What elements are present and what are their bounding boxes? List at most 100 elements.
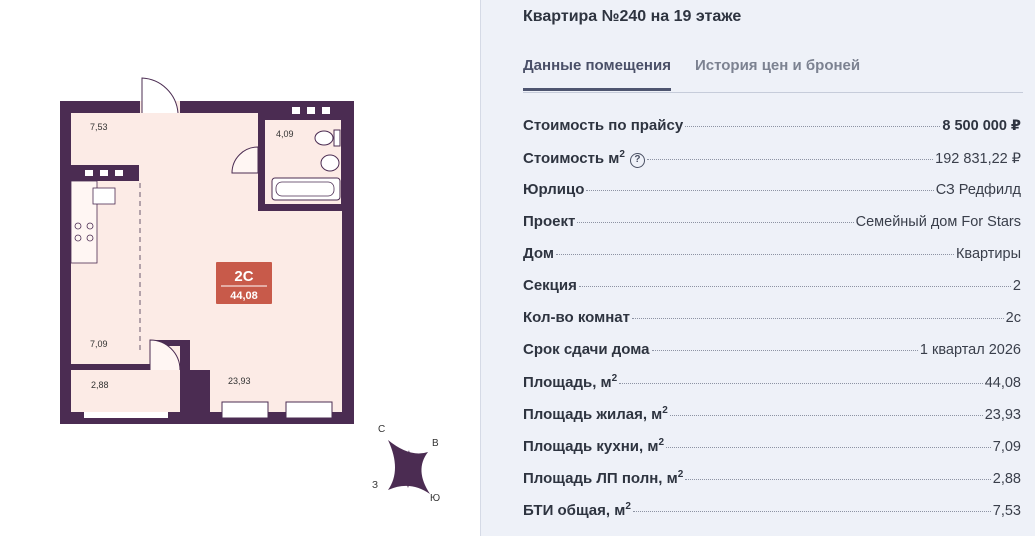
entrance-door-swing — [141, 77, 179, 114]
prop-value: 1 квартал 2026 — [919, 342, 1021, 358]
prop-label-text: БТИ общая, м — [523, 502, 626, 519]
bathtub — [271, 177, 341, 201]
compass-west: З — [372, 480, 378, 491]
compass-south: Ю — [430, 493, 440, 504]
balcony-floor — [71, 370, 180, 412]
window-mark — [307, 107, 315, 114]
prop-row-rooms: Кол-во комнат 2с — [523, 309, 1021, 341]
floor-plan-pane: 7,53 4,09 7,09 2,88 23,93 2С 44,08 С В Ю… — [0, 0, 480, 536]
prop-value: 2,88 — [992, 471, 1021, 487]
bath-sink — [320, 154, 340, 172]
prop-value: 8 500 000 ₽ — [942, 118, 1021, 134]
dot-leader — [578, 286, 1011, 287]
prop-value: 7,09 — [992, 439, 1021, 455]
prop-label-text: Площадь, м — [523, 374, 612, 391]
prop-label: Площадь ЛП полн, м2 — [523, 469, 683, 487]
prop-value: 7,53 — [992, 503, 1021, 519]
prop-row-bti-area: БТИ общая, м2 7,53 — [523, 501, 1021, 533]
bathroom-door-swing — [231, 146, 259, 174]
prop-row-project: Проект Семейный дом For Stars — [523, 213, 1021, 245]
balcony-door-swing — [149, 339, 181, 371]
prop-label: Секция — [523, 277, 577, 294]
area-label-kitchen: 7,09 — [90, 339, 108, 349]
prop-row-balcony-area: Площадь ЛП полн, м2 2,88 — [523, 469, 1021, 501]
balcony-wall — [71, 364, 151, 370]
apartment-title: Квартира №240 на 19 этаже — [523, 8, 742, 25]
prop-label: Дом — [523, 245, 554, 262]
prop-row-living-area: Площадь жилая, м2 23,93 — [523, 405, 1021, 437]
prop-value: 192 831,22 ₽ — [935, 151, 1021, 167]
area-label-hall: 7,53 — [90, 122, 108, 132]
floor-plan: 7,53 4,09 7,09 2,88 23,93 2С 44,08 С В Ю… — [60, 77, 440, 504]
dot-leader — [586, 190, 934, 191]
prop-label: Площадь кухни, м2 — [523, 437, 664, 455]
tab-bar: Данные помещения История цен и броней — [523, 57, 884, 91]
help-icon[interactable]: ? — [629, 153, 645, 168]
prop-label: Проект — [523, 213, 576, 230]
prop-label: Площадь, м2 — [523, 373, 617, 391]
window-mark — [292, 107, 300, 114]
prop-value: СЗ Редфилд — [935, 182, 1021, 198]
toilet — [314, 130, 334, 146]
prop-value: 23,93 — [984, 407, 1021, 423]
prop-row-section: Секция 2 — [523, 277, 1021, 309]
prop-label: Кол-во комнат — [523, 309, 630, 326]
stove-burner — [86, 222, 94, 230]
superscript: 2 — [625, 501, 631, 512]
prop-value: 44,08 — [984, 375, 1021, 391]
prop-label: Юрлицо — [523, 181, 585, 198]
property-list: Стоимость по прайсу 8 500 000 ₽ Стоимост… — [523, 117, 1021, 533]
badge-type: 2С — [234, 268, 253, 285]
prop-label: Стоимость м2? — [523, 149, 645, 168]
prop-row-area: Площадь, м2 44,08 — [523, 373, 1021, 405]
stove-burner — [74, 234, 82, 242]
prop-value: 2 — [1012, 278, 1021, 294]
toilet-tank — [333, 129, 341, 147]
prop-row-legal-entity: Юрлицо СЗ Редфилд — [523, 181, 1021, 213]
dot-leader — [651, 350, 918, 351]
window-mark — [100, 170, 108, 176]
prop-row-completion: Срок сдачи дома 1 квартал 2026 — [523, 341, 1021, 373]
dot-leader — [631, 318, 1004, 319]
living-window — [285, 401, 333, 419]
prop-label: Площадь жилая, м2 — [523, 405, 668, 423]
window-mark — [115, 170, 123, 176]
living-window — [221, 401, 269, 419]
dot-leader — [669, 415, 983, 416]
prop-label-text: Стоимость м — [523, 150, 620, 167]
prop-label-text: Площадь ЛП полн, м — [523, 470, 678, 487]
kitchen-sink — [92, 187, 116, 205]
tab-apartment-data[interactable]: Данные помещения — [523, 57, 671, 91]
details-pane: Квартира №240 на 19 этаже Данные помещен… — [480, 0, 1035, 536]
prop-value: Квартиры — [955, 246, 1021, 262]
area-label-bath: 4,09 — [276, 129, 294, 139]
prop-value: 2с — [1005, 310, 1021, 326]
superscript: 2 — [658, 437, 665, 448]
superscript: 2 — [677, 469, 684, 480]
dot-leader — [632, 511, 991, 512]
tabs-underline — [523, 92, 1023, 93]
prop-label-text: Площадь жилая, м — [523, 406, 663, 423]
dot-leader — [685, 126, 941, 127]
dot-leader — [619, 383, 983, 384]
compass-north: С — [378, 424, 385, 435]
balcony-side-wall — [180, 340, 190, 424]
prop-label: Стоимость по прайсу — [523, 117, 684, 134]
compass-east: В — [432, 438, 439, 449]
prop-row-price-per-m2: Стоимость м2? 192 831,22 ₽ — [523, 149, 1021, 181]
prop-row-price: Стоимость по прайсу 8 500 000 ₽ — [523, 117, 1021, 149]
prop-value: Семейный дом For Stars — [855, 214, 1021, 230]
dot-leader — [555, 254, 954, 255]
prop-label-text: Площадь кухни, м — [523, 438, 659, 455]
superscript: 2 — [619, 149, 625, 160]
prop-row-house: Дом Квартиры — [523, 245, 1021, 277]
superscript: 2 — [662, 405, 668, 416]
prop-row-kitchen-area: Площадь кухни, м2 7,09 — [523, 437, 1021, 469]
living-side-wall — [190, 370, 210, 424]
tab-price-history[interactable]: История цен и броней — [694, 57, 861, 74]
stove-burner — [86, 234, 94, 242]
balcony-wall — [150, 340, 186, 346]
window-mark — [322, 107, 330, 114]
area-label-living: 23,93 — [228, 376, 251, 386]
compass-rose — [388, 440, 430, 494]
